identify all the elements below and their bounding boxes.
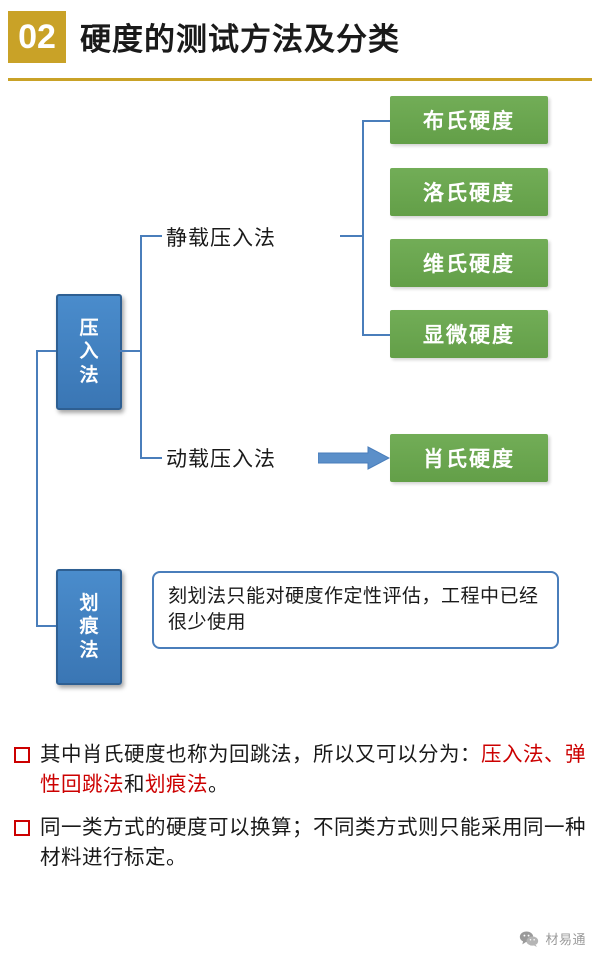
node-press-in-char-2: 入 xyxy=(79,341,99,363)
connector-green-0 xyxy=(362,120,390,122)
node-scratch-char-3: 法 xyxy=(79,639,99,661)
node-vickers-hardness: 维氏硬度 xyxy=(390,239,548,287)
bullet-1-seg-1: 其中肖氏硬度也称为回跳法，所以又可以分为： xyxy=(40,743,481,766)
bullet-text-2: 同一类方式的硬度可以换算；不同类方式则只能采用同一种材料进行标定。 xyxy=(40,816,586,870)
connector-green-3 xyxy=(362,334,390,336)
node-scratch-char-1: 划 xyxy=(79,593,99,615)
bullet-text-1: 其中肖氏硬度也称为回跳法，所以又可以分为：压入法、弹性回跳法和划痕法。 xyxy=(40,740,588,799)
header-divider xyxy=(8,78,592,81)
node-brinell-hardness: 布氏硬度 xyxy=(390,96,548,144)
connector-pressin-split-vertical xyxy=(140,235,142,457)
label-dynamic-press-method: 动载压入法 xyxy=(166,448,276,471)
page-title: 硬度的测试方法及分类 xyxy=(80,22,400,57)
connector-to-dynamic-label xyxy=(140,457,162,459)
list-item: 其中肖氏硬度也称为回跳法，所以又可以分为：压入法、弹性回跳法和划痕法。 xyxy=(14,740,588,799)
bullet-square-icon xyxy=(14,820,30,837)
footer-watermark: 材易通 xyxy=(519,929,586,948)
bullet-1-seg-5: 。 xyxy=(208,772,229,796)
footer-text: 材易通 xyxy=(545,932,586,947)
bullet-list: 其中肖氏硬度也称为回跳法，所以又可以分为：压入法、弹性回跳法和划痕法。 同一类方… xyxy=(14,740,588,887)
list-item: 同一类方式的硬度可以换算；不同类方式则只能采用同一种材料进行标定。 xyxy=(14,813,588,872)
node-press-in-char-3: 法 xyxy=(79,364,99,386)
connector-pressin-out xyxy=(118,350,140,352)
label-static-press-method: 静载压入法 xyxy=(166,227,276,250)
node-shore-hardness: 肖氏硬度 xyxy=(390,434,548,482)
bullet-1-seg-3: 和 xyxy=(124,772,145,796)
bullet-1-seg-2: 压入法、弹性回跳法 xyxy=(40,743,586,796)
scratch-method-note: 刻划法只能对硬度作定性评估，工程中已经很少使用 xyxy=(152,571,559,649)
node-scratch-char-2: 痕 xyxy=(79,616,99,638)
node-micro-hardness: 显微硬度 xyxy=(390,310,548,358)
section-number-badge: 02 xyxy=(8,11,66,63)
connector-root-to-pressin xyxy=(36,350,56,352)
node-rockwell-hardness: 洛氏硬度 xyxy=(390,168,548,216)
node-press-in-method: 压 入 法 xyxy=(56,294,122,410)
arrow-dynamic-to-shore xyxy=(318,446,390,470)
slide-header: 02 硬度的测试方法及分类 xyxy=(0,0,600,78)
node-press-in-char-1: 压 xyxy=(79,318,99,340)
connector-static-out xyxy=(340,235,362,237)
bullet-1-seg-4: 划痕法 xyxy=(145,772,208,796)
bullet-square-icon xyxy=(14,747,30,763)
connector-to-static-label xyxy=(140,235,162,237)
node-scratch-method: 划 痕 法 xyxy=(56,569,122,685)
hardness-classification-diagram: 压 入 法 划 痕 法 静载压入法 动载压入法 布氏硬度 洛氏硬度 维氏硬度 显… xyxy=(0,82,600,722)
wechat-icon xyxy=(520,931,539,947)
connector-green-bracket-vertical xyxy=(362,120,364,334)
connector-root-to-scratch xyxy=(36,625,56,627)
connector-root-vertical xyxy=(36,350,38,625)
